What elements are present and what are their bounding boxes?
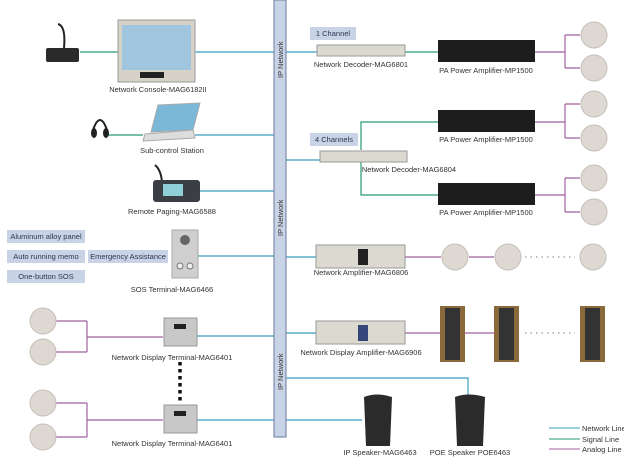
ceiling-speakers-left [29,307,57,451]
decoder-4-device [319,150,408,163]
console-label: Network Console-MAG6182II [109,85,207,94]
ip-speaker-device [364,394,392,446]
display-terminal-2-label: Network Display Terminal-MAG6401 [112,439,233,448]
wall-speakers [364,394,485,446]
bus-label-3: IP Network [276,353,285,390]
display-terminal-1-label: Network Display Terminal-MAG6401 [112,353,233,362]
display-amp-label: Network Display Amplifier-MAG6906 [300,348,421,357]
tag-1-channel: 1 Channel [310,27,356,40]
ip-speaker-label: IP Speaker-MAG6463 [343,448,416,457]
pa-amp-2-label: PA Power Amplifier-MP1500 [439,135,533,144]
subcontrol-label: Sub-control Station [140,146,204,155]
sos-terminal-label: SOS Terminal-MAG6466 [131,285,213,294]
display-amp-device [315,320,406,345]
network-amp-device [315,244,406,269]
bus-label-1: IP Network [276,41,285,78]
network-console-device [117,19,196,83]
bus-label-2: IP Network [276,199,285,236]
poe-speaker-device [455,394,485,446]
laptop-icon [142,102,201,142]
headset-icon [91,119,109,138]
decoder-4-label: Network Decoder-MAG6804 [362,165,456,174]
analog-lines [56,34,580,438]
pa-amp-1-label: PA Power Amplifier-MP1500 [439,66,533,75]
network-lines [195,51,469,421]
remote-paging-label: Remote Paging-MAG6588 [128,207,216,216]
display-terminal-device-2 [163,404,198,434]
remote-paging-icon [153,164,200,202]
legend-signal-label: Signal Line [582,435,619,444]
ceiling-speakers-right [441,21,608,271]
continuation-dots [525,256,575,334]
decoder-1-device [316,44,406,57]
pa-amp-3-device [438,183,535,205]
network-decoders [316,44,408,163]
pa-amp-2-device [438,110,535,132]
poe-speaker-label: POE Speaker POE6463 [430,448,510,457]
tag-emergency-assistance: Emergency Assistance [88,250,168,263]
tag-aluminum-panel: Aluminum alloy panel [7,230,85,243]
tag-auto-memo: Auto running memo [7,250,85,263]
legend-network-label: Network Line [582,424,624,433]
pa-amplifiers [438,40,535,205]
pa-amp-1-device [438,40,535,62]
signal-lines [80,51,438,196]
display-terminal-device-1 [163,317,198,347]
network-amp-label: Network Amplifier-MAG6806 [314,268,409,277]
connection-lines [56,34,580,438]
desk-microphone-icon [46,23,79,62]
column-speakers [440,306,605,362]
legend: Network Line Signal Line Analog Line [549,424,624,454]
tag-4-channels: 4 Channels [310,133,358,146]
tag-one-button-sos: One-button SOS [7,270,85,283]
legend-analog-label: Analog Line [582,445,622,454]
sos-terminal-device [171,229,199,279]
decoder-1-label: Network Decoder-MAG6801 [314,60,408,69]
ip-network-bus [273,0,287,438]
pa-amp-3-label: PA Power Amplifier-MP1500 [439,208,533,217]
